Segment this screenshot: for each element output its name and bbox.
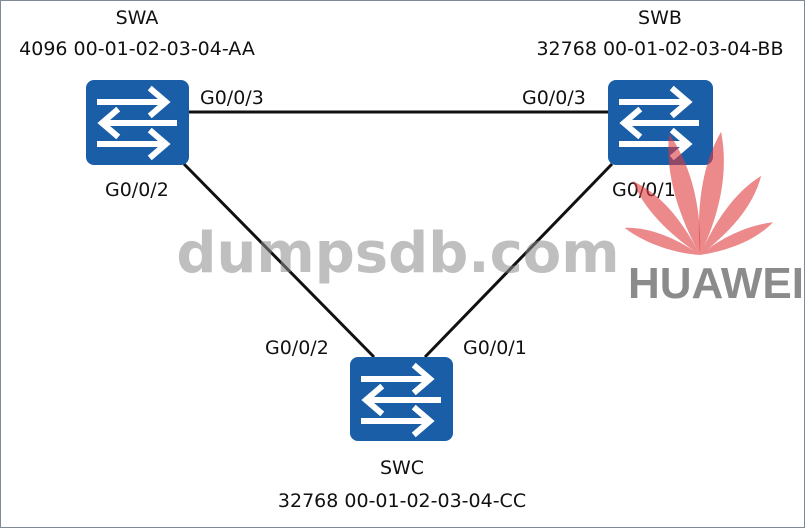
link-swb-swc bbox=[423, 162, 614, 359]
switch-icon-swa[interactable] bbox=[86, 80, 189, 165]
port-swa-g002: G0/0/2 bbox=[105, 179, 169, 201]
switch-icon-swc[interactable] bbox=[350, 357, 453, 441]
port-swb-g003: G0/0/3 bbox=[522, 87, 586, 109]
swa-bridge-id: 4096 00-01-02-03-04-AA bbox=[19, 38, 255, 60]
port-swa-g003: G0/0/3 bbox=[200, 87, 264, 109]
watermark: dumpsdb.com bbox=[176, 221, 619, 286]
link-swa-swc bbox=[182, 162, 376, 359]
switch-icon-swb[interactable] bbox=[608, 80, 713, 165]
huawei-logo-text: HUAWEI bbox=[628, 259, 804, 308]
huawei-logo bbox=[624, 131, 774, 255]
swb-name: SWB bbox=[638, 7, 682, 29]
swb-bridge-id: 32768 00-01-02-03-04-BB bbox=[536, 38, 783, 60]
port-swc-g001: G0/0/1 bbox=[463, 337, 527, 359]
swa-name: SWA bbox=[116, 7, 159, 29]
swc-name: SWC bbox=[380, 457, 424, 479]
port-swc-g002: G0/0/2 bbox=[265, 337, 329, 359]
swc-bridge-id: 32768 00-01-02-03-04-CC bbox=[278, 490, 526, 512]
